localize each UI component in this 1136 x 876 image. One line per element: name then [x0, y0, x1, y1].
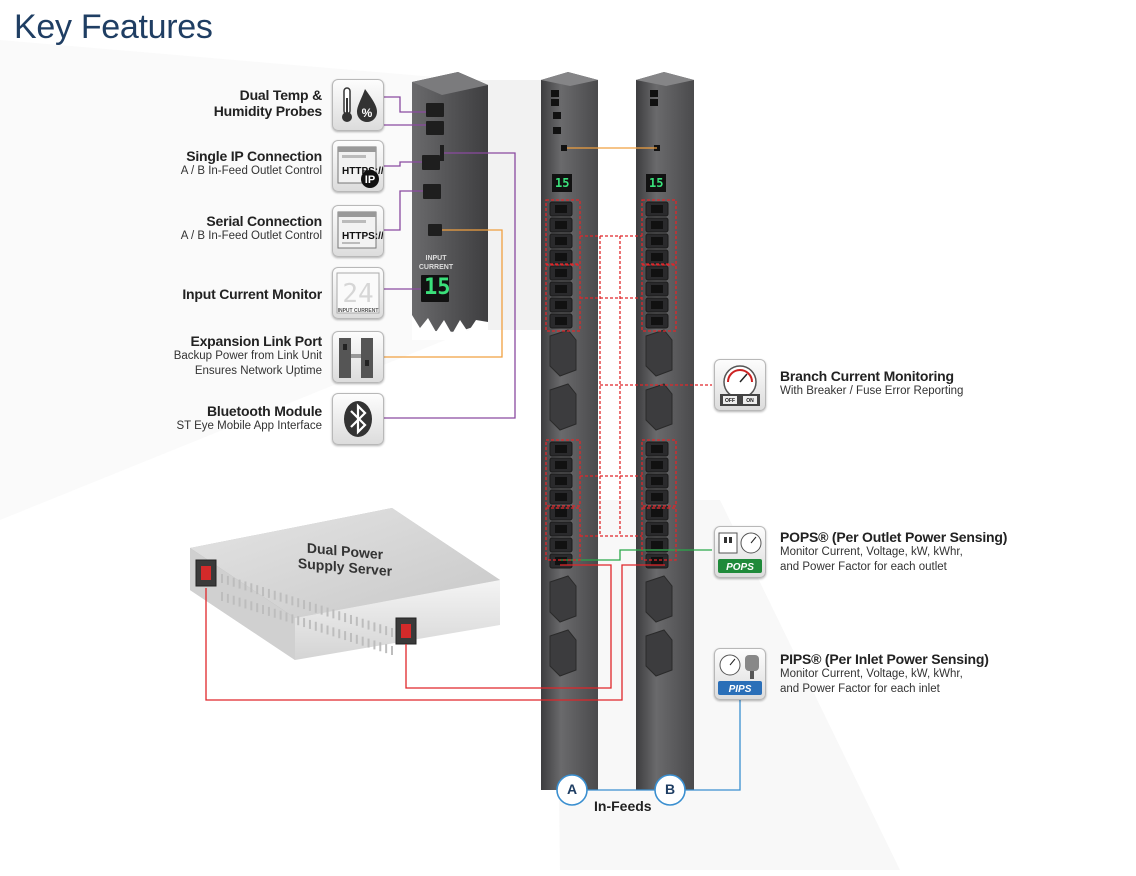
feed-a-circle [556, 774, 588, 806]
outlet-socket-face [555, 445, 567, 453]
outlet-socket-face [555, 493, 567, 501]
outlet-socket-face [651, 557, 663, 565]
bluetooth-icon [332, 393, 384, 445]
outlet-socket-face [555, 509, 567, 517]
pdu-head-module [412, 72, 488, 340]
outlet-socket-face [651, 253, 663, 261]
outlet-socket-face [651, 461, 663, 469]
outlet-socket-face [651, 477, 663, 485]
feature-temp-humidity: Dual Temp & Humidity Probes [213, 87, 322, 119]
breaker [549, 575, 577, 623]
pdu-b [636, 72, 694, 790]
outlet-socket-face [555, 269, 567, 277]
svg-text:ON: ON [746, 398, 754, 404]
link-port-icon [332, 331, 384, 383]
in-feeds-caption: In-Feeds [594, 798, 652, 814]
feature-expansion-link: Expansion Link Port Backup Power from Li… [173, 333, 322, 377]
breaker [645, 329, 673, 377]
feed-b-circle [654, 774, 686, 806]
outlet-socket-face [651, 541, 663, 549]
pdu-b-display: 15 [649, 176, 664, 190]
module-display-label: INPUT CURRENT [418, 255, 454, 271]
outlet-socket-face [651, 269, 663, 277]
pdu-a [541, 72, 598, 790]
outlet-socket-face [555, 205, 567, 213]
outlet-socket-face [651, 493, 663, 501]
outlet-socket-face [555, 541, 567, 549]
https-serial-icon: HTTPS:// [332, 205, 384, 257]
outlet-socket-face [555, 461, 567, 469]
breaker [549, 329, 577, 377]
dual-power-supply-server [190, 508, 500, 660]
pips-icon: PIPS [714, 648, 766, 700]
outlet-socket-face [555, 317, 567, 325]
outlet-socket-face [651, 285, 663, 293]
svg-text:INPUT CURRENT: INPUT CURRENT [338, 308, 379, 314]
svg-text:IP: IP [365, 174, 375, 186]
outlet-socket-face [555, 221, 567, 229]
feature-pops: POPS® (Per Outlet Power Sensing) Monitor… [780, 529, 1008, 573]
pdu-outlets [549, 201, 673, 677]
outlet-socket-face [651, 301, 663, 309]
outlet-socket-face [555, 237, 567, 245]
current-display-icon: 24 INPUT CURRENT [332, 267, 384, 319]
outlet-socket-face [651, 205, 663, 213]
gauge-breaker-icon: OFF ON [714, 359, 766, 411]
feed-b-label: B [664, 781, 676, 797]
breaker [645, 575, 673, 623]
outlet-socket-face [651, 445, 663, 453]
svg-text:POPS: POPS [726, 562, 754, 573]
svg-text:PIPS: PIPS [729, 684, 752, 695]
feature-single-ip: Single IP Connection A / B In-Feed Outle… [180, 148, 322, 177]
outlet-socket-face [555, 285, 567, 293]
svg-text:%: % [362, 106, 373, 120]
feature-branch-current: Branch Current Monitoring With Breaker /… [780, 368, 964, 397]
outlet-socket-face [651, 509, 663, 517]
outlet-socket-face [555, 477, 567, 485]
connection-lines [205, 96, 741, 791]
pops-icon: POPS [714, 526, 766, 578]
outlet-socket-face [651, 525, 663, 533]
svg-text:HTTPS://: HTTPS:// [342, 231, 383, 242]
svg-text:24: 24 [342, 279, 373, 309]
breaker [645, 383, 673, 431]
svg-text:OFF: OFF [725, 398, 735, 404]
feature-bluetooth: Bluetooth Module ST Eye Mobile App Inter… [176, 403, 322, 432]
pdu-a-display: 15 [555, 176, 570, 190]
outlet-socket-face [555, 557, 567, 565]
outlet-socket-face [555, 301, 567, 309]
breaker [645, 629, 673, 677]
outlet-socket-face [651, 237, 663, 245]
https-ip-icon: HTTPS:// IP [332, 140, 384, 192]
module-display-value: 15 [424, 275, 451, 300]
page-title: Key Features [14, 8, 213, 46]
thermometer-humidity-icon: % [332, 79, 384, 131]
outlet-socket-face [555, 525, 567, 533]
feed-a-label: A [566, 781, 578, 797]
feature-input-current: Input Current Monitor [182, 286, 322, 302]
outlet-socket-face [555, 253, 567, 261]
feature-pips: PIPS® (Per Inlet Power Sensing) Monitor … [780, 651, 989, 695]
outlet-socket-face [651, 317, 663, 325]
breaker [549, 629, 577, 677]
breaker [549, 383, 577, 431]
svg-text:HTTPS://: HTTPS:// [342, 166, 383, 177]
feature-serial: Serial Connection A / B In-Feed Outlet C… [180, 213, 322, 242]
outlet-socket-face [651, 221, 663, 229]
